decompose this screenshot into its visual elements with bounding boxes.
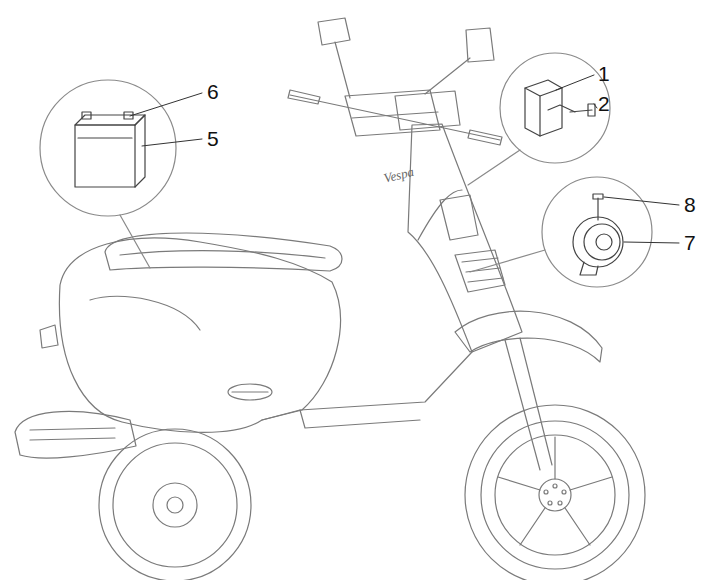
mirrors (335, 42, 350, 98)
mirrors (318, 18, 494, 98)
handlebar (345, 90, 440, 136)
handlebar (288, 90, 320, 104)
legshield (455, 250, 505, 292)
floorboard (300, 410, 420, 428)
rear-body (40, 325, 58, 348)
front-wheel (495, 435, 615, 555)
battery (78, 137, 132, 138)
exhaust (15, 411, 136, 458)
rear-wheel (167, 497, 183, 513)
relay (548, 105, 575, 112)
callout-circle (40, 53, 652, 287)
relay (570, 110, 592, 112)
leader-line (624, 242, 679, 243)
front-fender (505, 340, 540, 470)
legshield (440, 195, 478, 240)
leader-line (556, 75, 594, 90)
rear-wheel (153, 483, 197, 527)
front-wheel (481, 421, 629, 569)
callout-circle (470, 250, 545, 272)
callout-circle (468, 150, 520, 185)
front-wheel (548, 501, 552, 505)
floorboard (262, 352, 472, 428)
front-wheel (465, 405, 645, 580)
rear-body (90, 296, 200, 330)
front-wheel (498, 437, 612, 545)
front-wheel (558, 501, 562, 505)
callout-number: 1 (598, 63, 610, 84)
handlebar (468, 130, 502, 145)
legshield (408, 124, 522, 352)
battery (75, 125, 135, 187)
horn (580, 262, 598, 275)
front-fender (520, 338, 552, 465)
relay (525, 80, 562, 96)
rear-wheel (113, 443, 237, 567)
front-wheel (539, 479, 571, 511)
rear-wheel (99, 429, 251, 580)
callout-number: 8 (684, 194, 696, 215)
rear-wheel (99, 429, 251, 580)
floorboard (262, 352, 472, 420)
callout-number: 5 (207, 128, 219, 149)
mirrors (425, 58, 470, 94)
callout-number: 7 (684, 232, 696, 253)
front-wheel (465, 405, 645, 580)
relay (525, 88, 540, 136)
callout-circle (500, 53, 610, 163)
front-wheel (544, 490, 548, 494)
battery (135, 115, 145, 187)
exhaust (15, 411, 136, 458)
leader-line (130, 75, 679, 243)
legshield (408, 124, 522, 352)
callout-number: 6 (207, 81, 219, 102)
horn (597, 198, 598, 220)
horn (573, 217, 623, 267)
battery (75, 115, 145, 125)
horn (584, 224, 620, 260)
seat (120, 251, 325, 258)
battery (75, 112, 145, 187)
horn (596, 234, 612, 250)
rear-body (232, 391, 268, 392)
front-wheel (562, 490, 566, 494)
horn (593, 194, 603, 199)
handlebar (288, 90, 502, 145)
leader-line (604, 197, 679, 205)
leader-line (130, 93, 202, 116)
relay (540, 88, 562, 136)
callout-circle (40, 80, 176, 216)
battery (82, 112, 91, 119)
front-fender (455, 311, 602, 470)
leader-line (142, 139, 202, 146)
front-wheel (553, 484, 557, 488)
front-fender (455, 311, 602, 362)
relay (588, 104, 595, 116)
callout-circle (542, 177, 652, 287)
rear-body (228, 384, 272, 400)
callout-circle (120, 215, 150, 268)
handlebar (352, 112, 438, 118)
handlebar (395, 91, 460, 130)
legshield (462, 258, 503, 282)
horn (573, 194, 623, 275)
mirrors (318, 18, 350, 45)
mirrors (466, 28, 494, 62)
exhaust (30, 428, 115, 440)
leader-line (594, 104, 597, 108)
callout-number: 2 (598, 93, 610, 114)
